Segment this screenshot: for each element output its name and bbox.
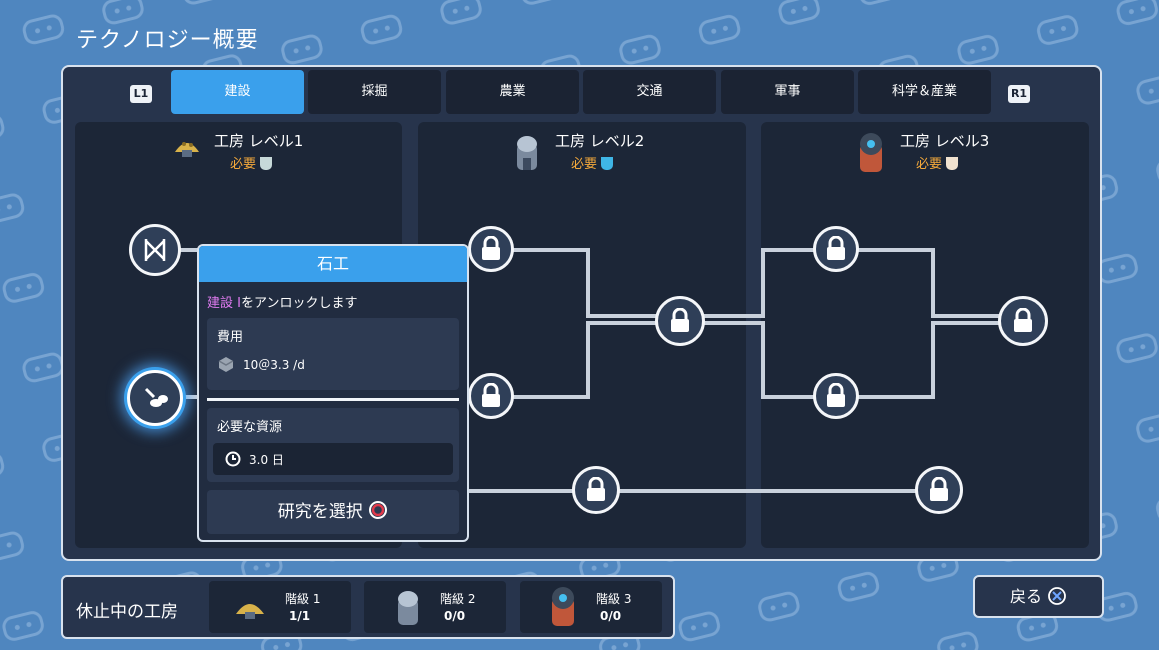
workshop-level-2-required: 必要	[571, 157, 598, 172]
tech-node-locked[interactable]	[813, 373, 859, 419]
workshop-level-1-required: 必要	[230, 157, 257, 172]
resources-label: 必要な資源	[217, 420, 283, 435]
idle-tier-3: 階級 3 0/0	[520, 581, 662, 633]
tooltip-title: 石工	[199, 246, 467, 282]
clock-icon	[225, 451, 241, 467]
resources-box: 必要な資源 3.0 日	[207, 408, 459, 482]
lock-icon	[482, 383, 500, 407]
cross-button-icon	[1048, 587, 1066, 605]
l1-shoulder-button[interactable]: L1	[130, 85, 152, 103]
tier-1-count: 1/1	[289, 609, 311, 623]
workshop-tier3-icon	[552, 587, 574, 626]
back-button[interactable]: 戻る	[973, 575, 1104, 618]
lock-icon	[587, 477, 605, 501]
unlock-highlight: 建設 I	[207, 296, 241, 311]
tech-node-locked[interactable]	[572, 466, 620, 514]
tab-science-industry[interactable]: 科学＆産業	[858, 70, 991, 114]
tech-node-locked[interactable]	[813, 226, 859, 272]
tech-tooltip: 石工 建設 Iをアンロックします 費用 10＠3.3 /d 必要な資源 3.0 …	[197, 244, 469, 542]
idle-workshops-label: 休止中の工房	[76, 602, 178, 622]
tier-1-label: 階級 1	[285, 592, 321, 606]
tier-3-count: 0/0	[600, 609, 622, 623]
stone-icon	[218, 357, 234, 372]
lock-icon	[827, 236, 845, 260]
masonry-tools-icon	[144, 387, 168, 407]
workshop-level-1-header: 工房 レベル1 必要	[172, 130, 303, 172]
tech-node-locked[interactable]	[998, 296, 1048, 346]
select-research-label: 研究を選択	[277, 502, 363, 522]
idle-tier-1: 階級 1 1/1	[209, 581, 351, 633]
workshop-tier1-icon	[175, 142, 199, 157]
tab-construction[interactable]: 建設	[171, 70, 304, 114]
cost-label: 費用	[217, 330, 244, 345]
tech-node-locked[interactable]	[468, 373, 514, 419]
select-research-button[interactable]: 研究を選択	[207, 490, 459, 534]
workshop-tier2-icon	[517, 136, 537, 170]
unlock-text: をアンロックします	[240, 296, 358, 311]
resource-cup-icon	[601, 157, 614, 170]
lock-icon	[827, 383, 845, 407]
page-title: テクノロジー概要	[76, 28, 259, 53]
lock-icon	[482, 236, 500, 260]
circle-button-icon	[369, 501, 388, 519]
resource-cup-icon	[260, 157, 273, 170]
tier-2-label: 階級 2	[440, 592, 476, 606]
cost-value: 10＠3.3 /d	[243, 357, 305, 372]
workshop-tier3-icon	[860, 133, 882, 172]
tech-node-locked[interactable]	[655, 296, 705, 346]
tooltip-divider	[207, 398, 459, 401]
tab-mining[interactable]: 採掘	[308, 70, 441, 114]
tab-military[interactable]: 軍事	[721, 70, 854, 114]
workshop-level-1-name: 工房 レベル1	[214, 132, 304, 150]
workshop-tier1-icon	[236, 604, 264, 619]
lock-icon	[930, 477, 948, 501]
workshop-tier2-icon	[398, 591, 418, 625]
workshop-level-3-header: 工房 レベル3 必要	[856, 130, 989, 176]
tab-agriculture[interactable]: 農業	[446, 70, 579, 114]
workshop-level-2-header: 工房 レベル2 必要	[513, 130, 644, 174]
r1-shoulder-button[interactable]: R1	[1008, 85, 1030, 103]
tech-node-locked[interactable]	[915, 466, 963, 514]
workshop-level-3-name: 工房 レベル3	[900, 132, 990, 150]
tooltip-unlock-line: 建設 Iをアンロックします	[199, 282, 467, 311]
time-value: 3.0 日	[249, 452, 284, 467]
resource-cup-icon	[946, 157, 959, 170]
tech-node-masonry[interactable]	[127, 370, 183, 426]
cost-box: 費用 10＠3.3 /d	[207, 318, 459, 390]
workshop-level-2-name: 工房 レベル2	[555, 132, 645, 150]
tech-node-scaffolding[interactable]	[129, 224, 181, 276]
lock-icon	[1014, 308, 1032, 332]
tier-2-count: 0/0	[444, 609, 466, 623]
tier-3-label: 階級 3	[596, 592, 632, 606]
tab-transport[interactable]: 交通	[583, 70, 716, 114]
idle-tier-2: 階級 2 0/0	[364, 581, 506, 633]
lock-icon	[671, 308, 689, 332]
tech-node-locked[interactable]	[468, 226, 514, 272]
back-label: 戻る	[1009, 587, 1042, 606]
scaffold-icon	[144, 239, 166, 261]
workshop-level-3-required: 必要	[916, 157, 943, 172]
